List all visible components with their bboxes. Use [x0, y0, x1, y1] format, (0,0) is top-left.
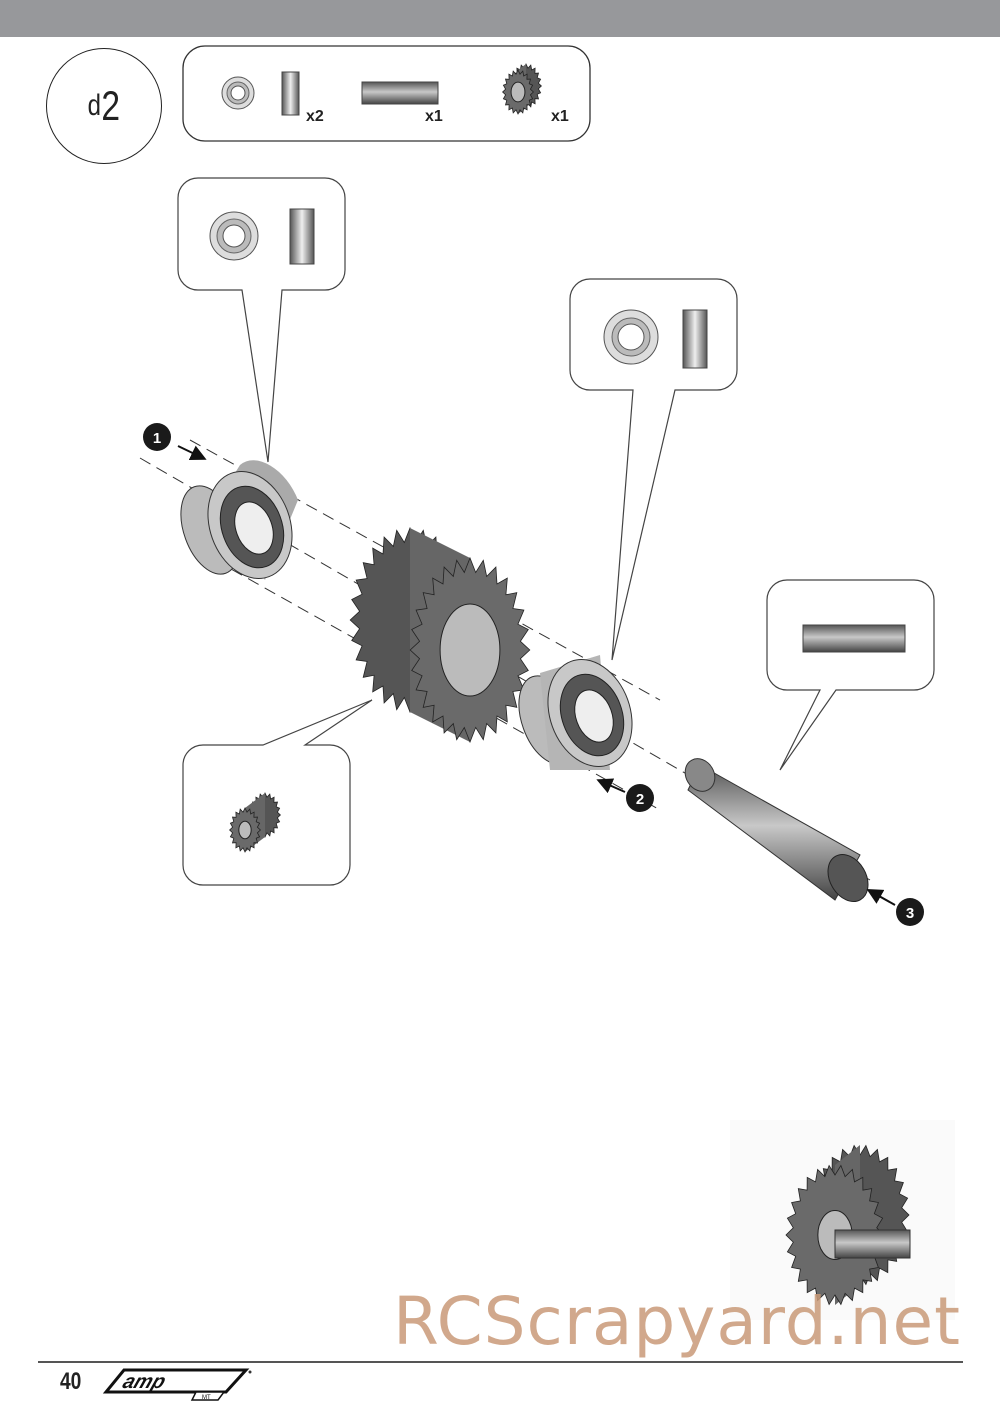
bearing-qty: x2	[306, 108, 324, 125]
step-number: 2	[100, 82, 120, 129]
callout-gear	[182, 699, 373, 886]
bearing-icon	[221, 76, 255, 110]
svg-text:amp: amp	[120, 1371, 169, 1393]
callout-shaft	[766, 579, 935, 771]
bearing-side-icon	[289, 208, 315, 265]
svg-text:2: 2	[636, 791, 644, 808]
bearing-side-icon	[281, 71, 300, 116]
amp-logo: amp MT	[102, 1368, 252, 1401]
shaft-icon	[361, 81, 439, 105]
gear-qty: x1	[551, 108, 569, 125]
bearing-1	[180, 460, 298, 580]
svg-text:1: 1	[153, 430, 161, 447]
marker-3: 3	[866, 889, 924, 926]
assembled-gear-image	[785, 1144, 911, 1306]
callout-bearing-1	[177, 177, 346, 463]
svg-text:3: 3	[906, 905, 914, 922]
shaft-qty: x1	[425, 108, 443, 125]
shaft-icon	[802, 624, 906, 653]
step-letter: d	[87, 89, 101, 122]
header-bar	[0, 0, 1000, 37]
gear-icon	[502, 63, 542, 115]
callout-bearing-2	[569, 278, 738, 661]
bearing-icon	[209, 211, 259, 261]
svg-text:MT: MT	[202, 1395, 211, 1401]
watermark: RCScrapyard.net	[393, 1283, 961, 1360]
gear-icon	[229, 792, 281, 853]
bearing-icon	[603, 309, 659, 365]
footer-divider	[38, 1361, 963, 1363]
page-number: 40	[60, 1368, 82, 1395]
bearing-2	[518, 655, 633, 770]
marker-1: 1	[143, 423, 207, 461]
bearing-side-icon	[682, 309, 708, 369]
main-gear	[349, 526, 531, 744]
marker-2: 2	[596, 778, 654, 812]
shaft	[684, 758, 869, 902]
step-badge: d 2	[46, 48, 162, 164]
